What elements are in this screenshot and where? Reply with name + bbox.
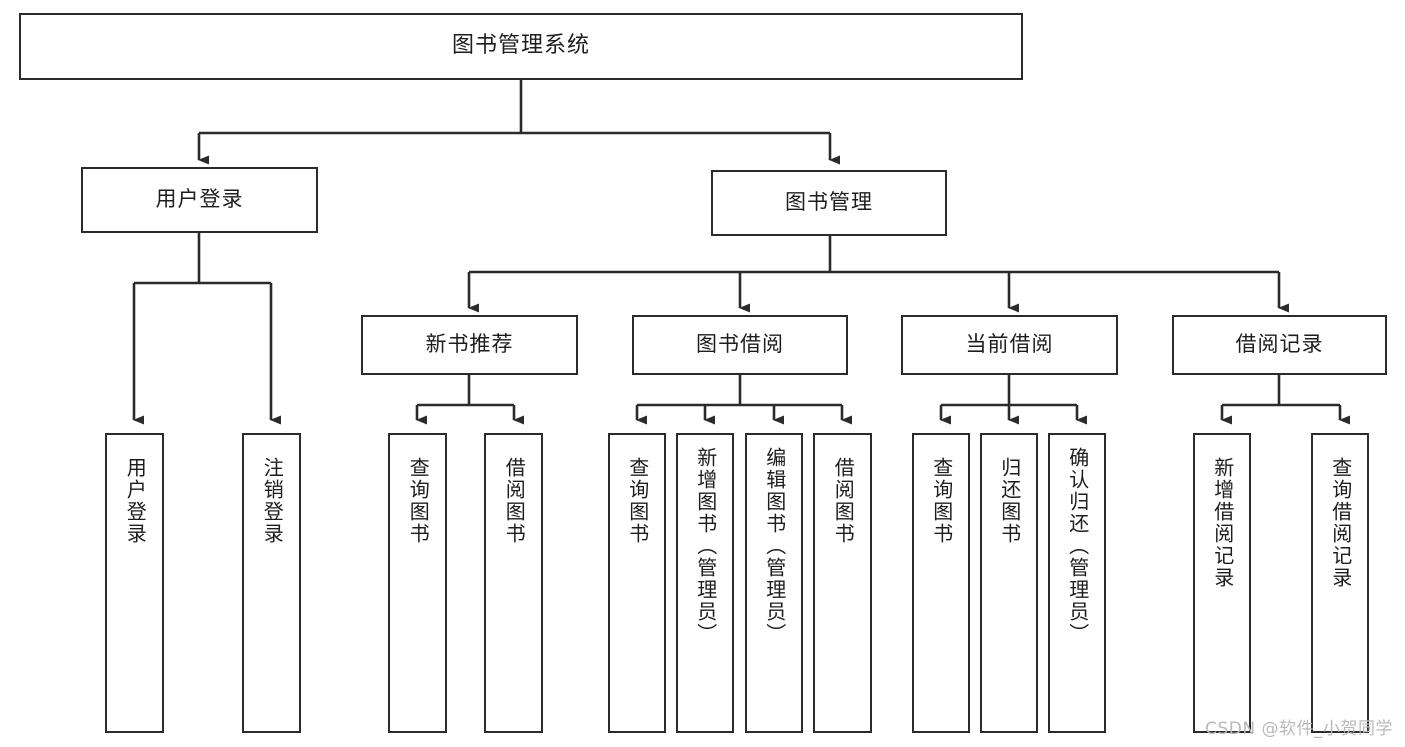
node-label: 查询借阅记录	[1328, 457, 1353, 589]
node-label: 借阅图书	[831, 457, 856, 545]
node-label: 查询图书	[929, 457, 954, 545]
leaf-current-return-book[interactable]: 归还图书	[980, 433, 1038, 733]
node-borrow-record[interactable]: 借阅记录	[1172, 315, 1387, 375]
leaf-borrow-query-book[interactable]: 查询图书	[608, 433, 666, 733]
watermark-text: CSDN @软件_小贺同学	[1205, 719, 1393, 739]
leaf-user-login-signout[interactable]: 注销登录	[242, 433, 301, 733]
leaf-recommend-borrow-book[interactable]: 借阅图书	[484, 433, 543, 733]
node-label: 确认归还（管理员）	[1065, 447, 1090, 645]
leaf-record-add-record[interactable]: 新增借阅记录	[1193, 433, 1251, 733]
leaf-borrow-add-book[interactable]: 新增图书（管理员）	[676, 433, 734, 733]
node-book-management[interactable]: 图书管理	[711, 170, 947, 236]
node-new-book-recommend[interactable]: 新书推荐	[361, 315, 578, 375]
node-label: 图书管理系统	[451, 33, 590, 59]
leaf-borrow-borrow-book[interactable]: 借阅图书	[813, 433, 872, 733]
node-root-system[interactable]: 图书管理系统	[19, 13, 1023, 80]
node-label: 归还图书	[997, 457, 1022, 545]
leaf-user-login-signin[interactable]: 用户登录	[105, 433, 164, 733]
node-label: 查询图书	[625, 457, 650, 545]
leaf-current-confirm-return[interactable]: 确认归还（管理员）	[1048, 433, 1106, 733]
node-label: 查询图书	[406, 457, 431, 545]
leaf-record-query-record[interactable]: 查询借阅记录	[1311, 433, 1369, 733]
node-book-borrow[interactable]: 图书借阅	[632, 315, 848, 375]
node-label: 借阅图书	[502, 457, 527, 545]
node-label: 图书管理	[785, 190, 873, 215]
node-label: 注销登录	[260, 457, 285, 545]
leaf-borrow-edit-book[interactable]: 编辑图书（管理员）	[745, 433, 803, 733]
leaf-current-query-book[interactable]: 查询图书	[912, 433, 970, 733]
node-user-login[interactable]: 用户登录	[81, 167, 318, 233]
node-label: 当前借阅	[965, 332, 1054, 357]
node-label: 新增图书（管理员）	[693, 447, 718, 645]
leaf-recommend-query-book[interactable]: 查询图书	[388, 433, 447, 733]
node-label: 借阅记录	[1235, 332, 1324, 357]
node-current-borrow[interactable]: 当前借阅	[901, 315, 1118, 375]
node-label: 用户登录	[155, 187, 244, 212]
node-label: 编辑图书（管理员）	[762, 447, 787, 645]
node-label: 图书借阅	[696, 332, 784, 357]
node-label: 新书推荐	[425, 332, 514, 357]
node-label: 新增借阅记录	[1210, 457, 1235, 589]
node-label: 用户登录	[123, 457, 148, 545]
